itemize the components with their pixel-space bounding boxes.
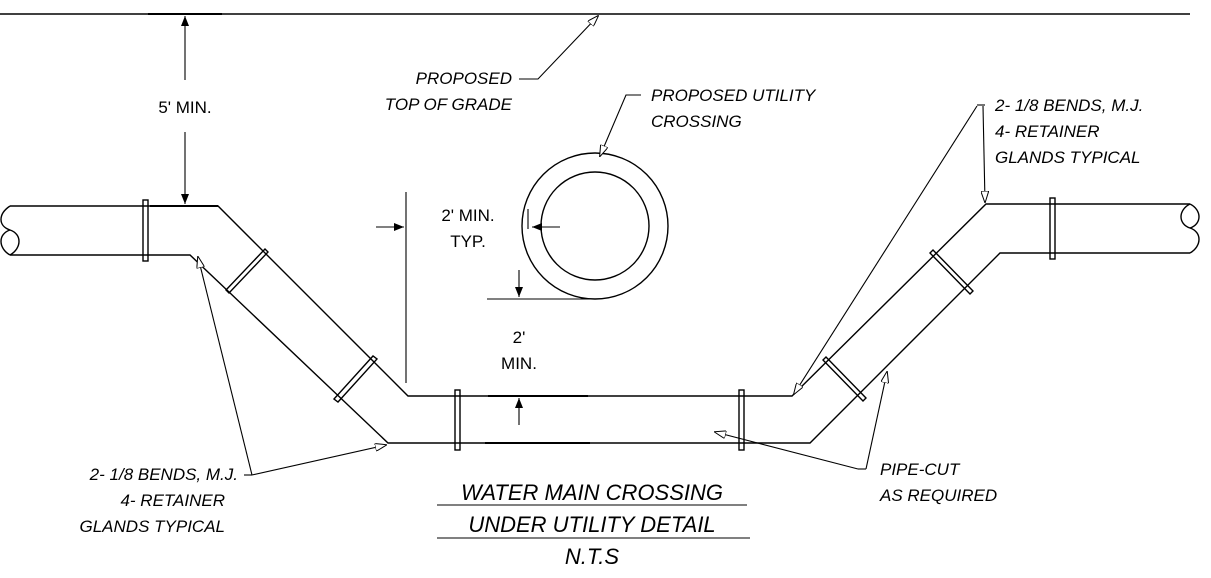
- top-of-grade-label-line1: PROPOSED: [416, 69, 512, 88]
- bends-left-label-line1: 2- 1/8 BENDS, M.J.: [89, 465, 238, 484]
- pipe-joint-bottom-right: [738, 389, 745, 451]
- pipe-joint-bottom-left: [454, 389, 461, 451]
- pipe-joint-left-lower-diagonal: [332, 355, 379, 403]
- utility-pipe-outer-circle: [521, 152, 669, 300]
- utility-crossing-leader: [600, 94, 641, 156]
- bends-right-label-line2: 4- RETAINER: [995, 122, 1100, 141]
- pipe-break-left-symbol: [0, 205, 20, 256]
- horizontal-clearance-label-line2: TYP.: [450, 232, 486, 251]
- vertical-clearance-label-line2: MIN.: [501, 354, 537, 373]
- bends-right-leader-to-upper-bend: [983, 105, 985, 202]
- pipe-cut-label-line1: PIPE-CUT: [880, 460, 961, 479]
- horizontal-clearance-label-line1: 2' MIN.: [441, 206, 494, 225]
- pipe-cut-leader-to-bottom: [715, 432, 859, 470]
- pipe-joint-right-upper-diagonal: [929, 249, 974, 295]
- utility-crossing-label-line2: CROSSING: [651, 112, 742, 131]
- bends-right-label-line1: 2- 1/8 BENDS, M.J.: [994, 96, 1143, 115]
- utility-crossing-label-line1: PROPOSED UTILITY: [651, 86, 817, 105]
- water-main-bottom-edge: [10, 252, 1190, 444]
- title-line1: WATER MAIN CROSSING: [461, 480, 723, 505]
- vertical-clearance-label-line1: 2': [513, 328, 526, 347]
- cover-dimension-label: 5' MIN.: [158, 98, 211, 117]
- bends-left-leader-to-upper-bend: [198, 257, 253, 476]
- bends-left-label-line3: GLANDS TYPICAL: [80, 517, 226, 536]
- pipe-joint-left-upper-diagonal: [225, 247, 269, 295]
- pipe-joint-left-horizontal: [142, 199, 149, 262]
- water-main-top-edge: [10, 203, 1190, 397]
- title-line2: UNDER UTILITY DETAIL: [468, 512, 715, 537]
- pipe-cut-leader-to-diagonal: [865, 372, 887, 470]
- bends-right-label-line3: GLANDS TYPICAL: [995, 148, 1141, 167]
- pipe-break-right-symbol: [1180, 203, 1200, 254]
- pipe-joint-right-horizontal: [1049, 197, 1056, 260]
- pipe-joint-right-lower-diagonal: [822, 356, 867, 402]
- top-of-grade-label-line2: TOP OF GRADE: [385, 95, 513, 114]
- utility-pipe-inner-circle: [540, 171, 650, 281]
- top-of-grade-leader: [519, 16, 598, 80]
- bends-left-label-line2: 4- RETAINER: [120, 491, 225, 510]
- bends-right-leader-to-lower-bend: [794, 105, 978, 394]
- pipe-cut-label-line2: AS REQUIRED: [879, 486, 997, 505]
- bends-left-leader-to-lower-bend: [251, 445, 386, 476]
- title-scale-note: N.T.S: [565, 544, 620, 569]
